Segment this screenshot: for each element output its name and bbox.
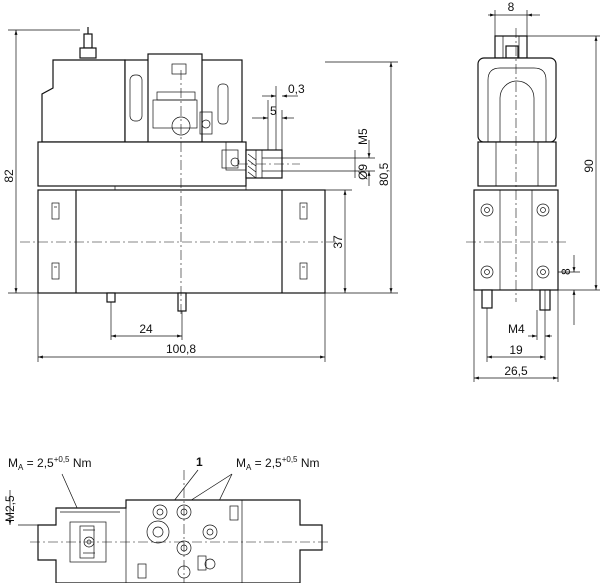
dim-0-3: 0,3 [288, 82, 305, 96]
coil-housing [41, 53, 243, 143]
dim-90: 90 [582, 159, 596, 173]
dim-dia-9: Ø9 [356, 164, 370, 180]
dim-m4: M4 [508, 322, 525, 336]
valve-base [37, 189, 326, 294]
dim-m5: M5 [356, 128, 370, 145]
dim-side-8-top: 8 [508, 0, 515, 14]
dim-80-5: 80,5 [377, 162, 391, 186]
bottom-ports [106, 292, 187, 312]
side-view: 8 90 8 M4 19 26,5 [466, 0, 600, 382]
dim-5: 5 [270, 104, 277, 118]
bottom-body [37, 499, 323, 583]
dim-100-8: 100,8 [166, 342, 196, 356]
side-port-left [481, 289, 493, 309]
dim-19: 19 [509, 343, 523, 357]
front-view: 82 0,3 5 M5 Ø9 80,5 37 24 100,8 [2, 27, 398, 362]
dim-side-8: 8 [559, 268, 573, 275]
extension-lines [8, 29, 398, 362]
bottom-view: MA = 2,5+0,5 Nm MA = 2,5+0,5 Nm 1 [3, 455, 330, 583]
pilot-body [37, 141, 247, 193]
dimension-lines [14, 30, 393, 359]
dim-m2-5: M2,5 [3, 495, 17, 522]
callout-1: 1 [196, 455, 203, 469]
connector-pin [79, 27, 97, 59]
side-coil [477, 57, 557, 143]
side-connector [494, 35, 528, 59]
torque-label-right: MA = 2,5+0,5 Nm [236, 455, 320, 472]
dim-24: 24 [139, 322, 153, 336]
side-pilot-body [477, 141, 557, 187]
dim-26-5: 26,5 [504, 364, 528, 378]
dim-37: 37 [331, 235, 345, 249]
torque-label-left: MA = 2,5+0,5 Nm [8, 455, 92, 472]
dim-82: 82 [2, 169, 16, 183]
